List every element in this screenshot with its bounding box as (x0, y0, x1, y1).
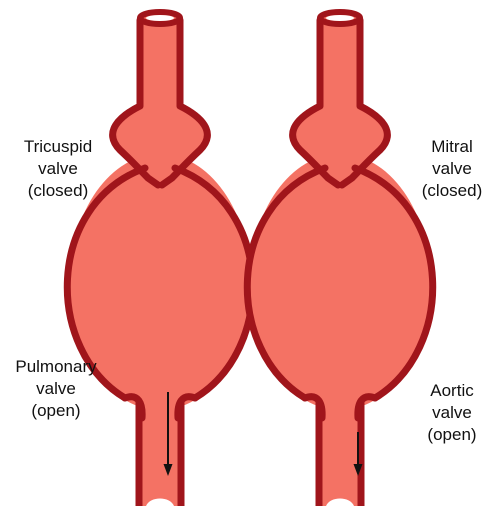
pulmonary-valve-label: Pulmonary valve (open) (6, 356, 106, 422)
left-heart-chamber (247, 12, 432, 506)
aortic-valve-label: Aortic valve (open) (412, 380, 492, 446)
tricuspid-valve-label: Tricuspid valve (closed) (8, 136, 108, 202)
right-heart-chamber (67, 12, 252, 506)
mitral-valve-label: Mitral valve (closed) (412, 136, 492, 202)
